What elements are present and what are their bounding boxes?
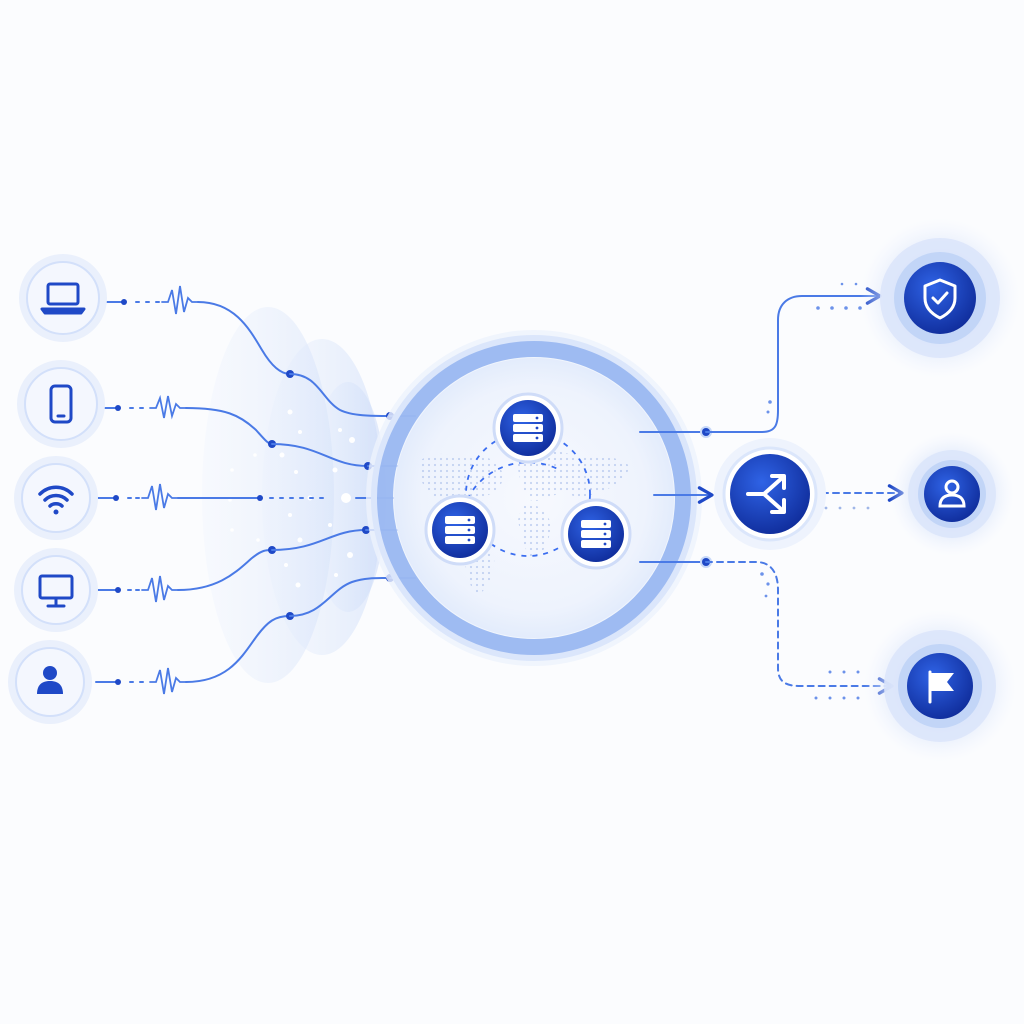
connection-account — [821, 484, 904, 510]
user-icon — [938, 479, 966, 508]
funnel-lens-group — [202, 307, 386, 683]
connection-security — [639, 282, 882, 438]
output-connections — [639, 282, 904, 700]
smartphone-icon — [49, 384, 73, 424]
output-node-security[interactable] — [860, 218, 1020, 378]
input-node-wifi[interactable] — [14, 456, 98, 540]
laptop-icon — [40, 282, 86, 315]
input-node-user[interactable] — [8, 640, 92, 724]
input-node-laptop[interactable] — [19, 254, 107, 342]
output-node-account[interactable] — [890, 432, 1014, 556]
output-node-report[interactable] — [864, 610, 1016, 762]
server-icon — [445, 516, 475, 544]
server-ring — [465, 431, 591, 557]
server-arc — [459, 461, 561, 521]
flag-icon — [928, 670, 954, 704]
split-arrows-icon — [746, 474, 786, 514]
monitor-icon — [38, 574, 74, 608]
wifi-icon — [38, 485, 74, 515]
server-node-left[interactable] — [424, 494, 496, 566]
lens-particles — [228, 409, 355, 588]
user-icon — [37, 666, 63, 694]
input-node-smartphone[interactable] — [17, 360, 105, 448]
connection-report — [639, 556, 894, 700]
server-node-top[interactable] — [492, 392, 564, 464]
shield-check-icon — [923, 278, 957, 320]
router-node[interactable] — [714, 438, 826, 550]
server-icon — [513, 414, 543, 442]
input-node-monitor[interactable] — [14, 548, 98, 632]
server-icon — [581, 520, 611, 548]
connection-wifi — [93, 483, 416, 511]
central-hub[interactable] — [366, 330, 702, 666]
server-node-right[interactable] — [560, 498, 632, 570]
